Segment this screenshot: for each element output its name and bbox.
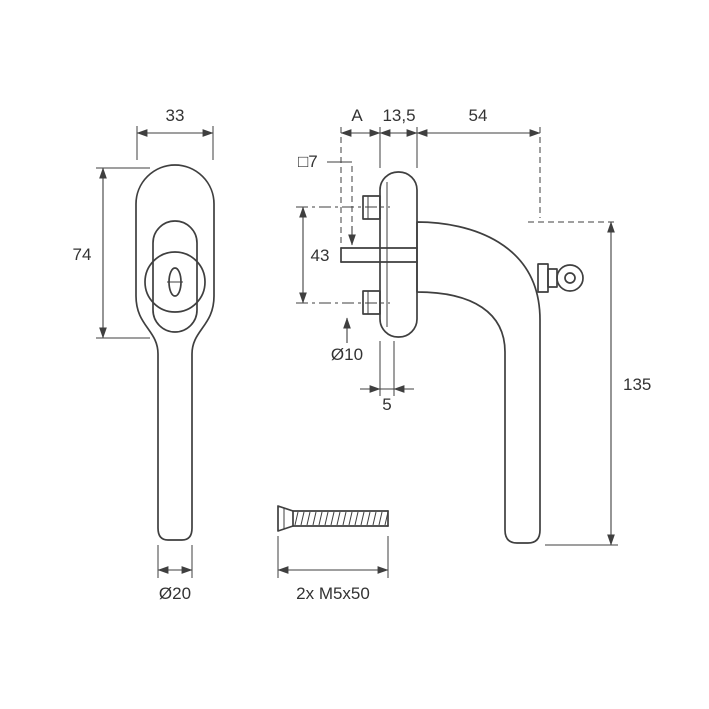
front-view	[135, 164, 215, 541]
dim-handle-height: 135	[528, 221, 651, 546]
dim-label-handle-height: 135	[623, 375, 651, 394]
dim-label-handle-depth: 54	[469, 106, 488, 125]
dim-label-plate-offset: 5	[382, 395, 391, 414]
dim-plate-offset: 5	[360, 341, 414, 414]
dim-top-chain: A 13,5 54	[340, 106, 541, 244]
dim-label-hole-diameter: Ø10	[331, 345, 363, 364]
side-view	[340, 171, 584, 544]
dim-label-head-width: 33	[166, 106, 185, 125]
dim-grip-diameter: Ø20	[157, 545, 193, 603]
screw-threads	[294, 511, 389, 526]
handle-front-outline	[135, 164, 215, 541]
key-ring	[556, 264, 584, 292]
dim-label-grip-diameter: Ø20	[159, 584, 191, 603]
screw-head	[277, 505, 294, 532]
rosette-plate	[379, 171, 418, 338]
dim-label-spindle-square: □7	[298, 152, 318, 171]
key-ring-hole	[564, 272, 576, 284]
lock-cylinder-front	[144, 251, 206, 313]
label-hole-diameter: Ø10	[331, 317, 363, 364]
handle-front-inner-contour	[152, 220, 198, 333]
handle-side-profile	[416, 221, 541, 544]
dim-screw-spec: 2x M5x50	[277, 536, 389, 603]
screw-view	[277, 505, 389, 532]
dim-label-spindle-length: A	[351, 106, 363, 125]
dim-head-height: 74	[73, 167, 150, 339]
dim-label-plate-thickness: 13,5	[382, 106, 415, 125]
dim-label-head-height: 74	[73, 245, 92, 264]
dim-screw-spacing: 43	[296, 206, 390, 304]
label-spindle-square: □7	[298, 152, 356, 246]
dim-head-width: 33	[136, 106, 214, 160]
dim-label-screw-spec: 2x M5x50	[296, 584, 370, 603]
dim-label-screw-spacing: 43	[311, 246, 330, 265]
spindle	[340, 247, 418, 263]
key-cylinder	[537, 263, 584, 293]
